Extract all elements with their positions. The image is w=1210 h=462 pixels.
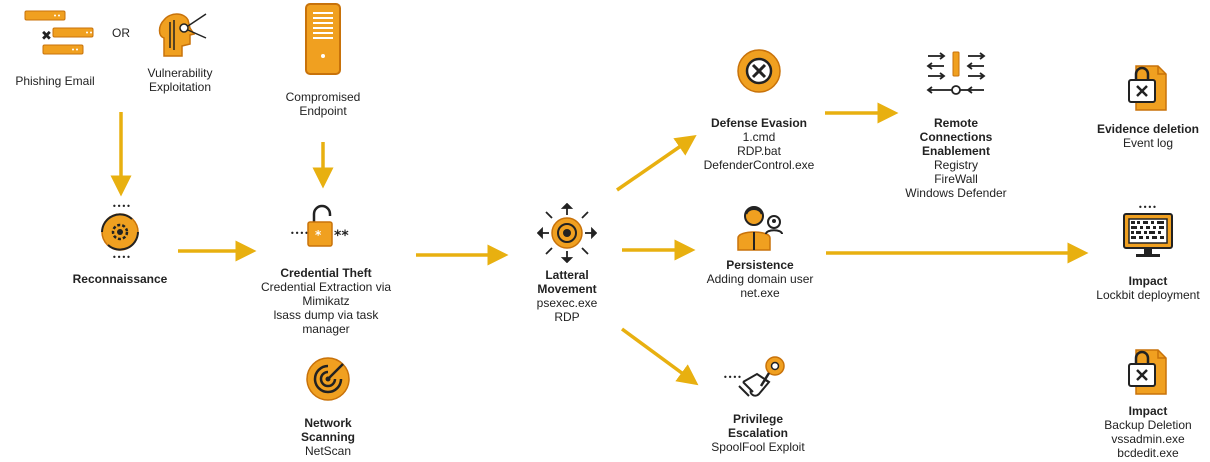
endpoint-label-1: Compromised: [285, 90, 361, 104]
impact2-title: Impact: [1128, 404, 1168, 418]
svg-text:**: **: [334, 228, 349, 244]
credential-title: Credential Theft: [280, 266, 372, 280]
remote-line-1: Registry: [933, 158, 978, 172]
privilege-escalation-node: •••• Privilege Escalation SpoolFool Expl…: [700, 354, 816, 454]
network-scanning-node: Network Scanning NetScan: [278, 356, 378, 458]
head-exploit-icon: [158, 13, 207, 57]
lateral-target-icon: [537, 203, 597, 263]
padlock-password-icon: •••• * **: [290, 204, 349, 247]
evidence-deletion-node: Evidence deletion Event log: [1088, 62, 1208, 150]
phishing-email-label: Phishing Email: [15, 74, 95, 88]
remote-line-2: FireWall: [934, 172, 978, 186]
svg-text:••••: ••••: [112, 253, 131, 261]
arrow-lateral-to-privilege: [620, 327, 699, 386]
impact2-line-2: vssadmin.exe: [1111, 432, 1185, 446]
arrow-lateral-to-evasion: [616, 135, 697, 192]
lateral-line-1: psexec.exe: [536, 296, 598, 310]
privilege-title-2: Escalation: [727, 426, 789, 440]
phishing-email-node: ✖ Phishing Email: [5, 8, 105, 88]
remote-title-1: Remote: [933, 116, 978, 130]
evasion-line-3: DefenderControl.exe: [703, 158, 815, 172]
radar-icon: [306, 357, 350, 401]
defense-evasion-node: Defense Evasion 1.cmd RDP.bat DefenderCo…: [689, 48, 829, 172]
credential-line-2: Mimikatz: [302, 294, 350, 308]
svg-text:••••: ••••: [723, 373, 742, 382]
block-icon: [737, 49, 781, 93]
impact-backup-node: Impact Backup Deletion vssadmin.exe bcde…: [1088, 346, 1208, 460]
persistence-title: Persistence: [726, 258, 794, 272]
reconnaissance-node: •••• •••• Reconnaissance: [60, 203, 180, 286]
svg-text:••••: ••••: [112, 203, 131, 211]
lateral-movement-node: Latteral Movement psexec.exe RDP: [517, 203, 617, 324]
evasion-line-1: 1.cmd: [742, 130, 776, 144]
scanning-title-1: Network: [304, 416, 352, 430]
locked-document-icon: [1128, 65, 1167, 111]
credential-line-4: manager: [302, 322, 350, 336]
server-icon: [305, 3, 341, 75]
persistence-line-1: Adding domain user: [706, 272, 814, 286]
evasion-title: Defense Evasion: [710, 116, 808, 130]
svg-text:••••: ••••: [1138, 204, 1157, 212]
vulnerability-label-1: Vulnerability: [147, 66, 213, 80]
gear-cycle-icon: •••• ••••: [101, 203, 139, 261]
compromised-endpoint-node: Compromised Endpoint: [273, 2, 373, 118]
evasion-line-2: RDP.bat: [737, 144, 781, 158]
recon-title: Reconnaissance: [72, 272, 168, 286]
scanning-title-2: Scanning: [300, 430, 355, 444]
email-icon: ✖: [24, 10, 94, 55]
impact-lockbit-node: •••• Impact Lockbit deployment: [1088, 204, 1208, 302]
privilege-line-1: SpoolFool Exploit: [711, 440, 805, 454]
remote-line-3: Windows Defender: [905, 186, 1007, 200]
lateral-line-2: RDP: [554, 310, 580, 324]
credential-line-1: Credential Extraction via: [260, 280, 392, 294]
persistence-node: Persistence Adding domain user net.exe: [695, 204, 825, 300]
remote-connections-node: Remote Connections Enablement Registry F…: [895, 50, 1017, 200]
lateral-title-1: Latteral: [545, 268, 589, 282]
svg-text:••••: ••••: [290, 229, 309, 238]
locked-document-icon: [1128, 349, 1167, 395]
privilege-title-1: Privilege: [732, 412, 784, 426]
persistence-line-2: net.exe: [740, 286, 780, 300]
evidence-title: Evidence deletion: [1096, 122, 1200, 136]
or-label: OR: [112, 26, 130, 40]
impact2-line-1: Backup Deletion: [1104, 418, 1192, 432]
handshake-key-icon: ••••: [723, 356, 785, 397]
impact1-title: Impact: [1128, 274, 1168, 288]
svg-text:✖: ✖: [41, 29, 52, 44]
lateral-title-2: Movement: [537, 282, 597, 296]
users-icon: [737, 206, 783, 251]
scanning-line-1: NetScan: [304, 444, 352, 458]
infected-monitor-icon: ••••: [1123, 204, 1173, 257]
endpoint-label-2: Endpoint: [299, 104, 347, 118]
remote-title-2: Connections: [919, 130, 993, 144]
remote-title-3: Enablement: [921, 144, 990, 158]
vulnerability-label-2: Exploitation: [148, 80, 212, 94]
impact2-line-3: bcdedit.exe: [1117, 446, 1179, 460]
svg-text:*: *: [315, 228, 322, 242]
connections-icon: [926, 51, 986, 95]
evidence-line-1: Event log: [1122, 136, 1174, 150]
impact1-line-1: Lockbit deployment: [1096, 288, 1200, 302]
vulnerability-node: Vulnerability Exploitation: [130, 8, 230, 94]
credential-theft-node: •••• * ** Credential Theft Credential Ex…: [253, 202, 399, 336]
credential-line-3: lsass dump via task: [273, 308, 379, 322]
